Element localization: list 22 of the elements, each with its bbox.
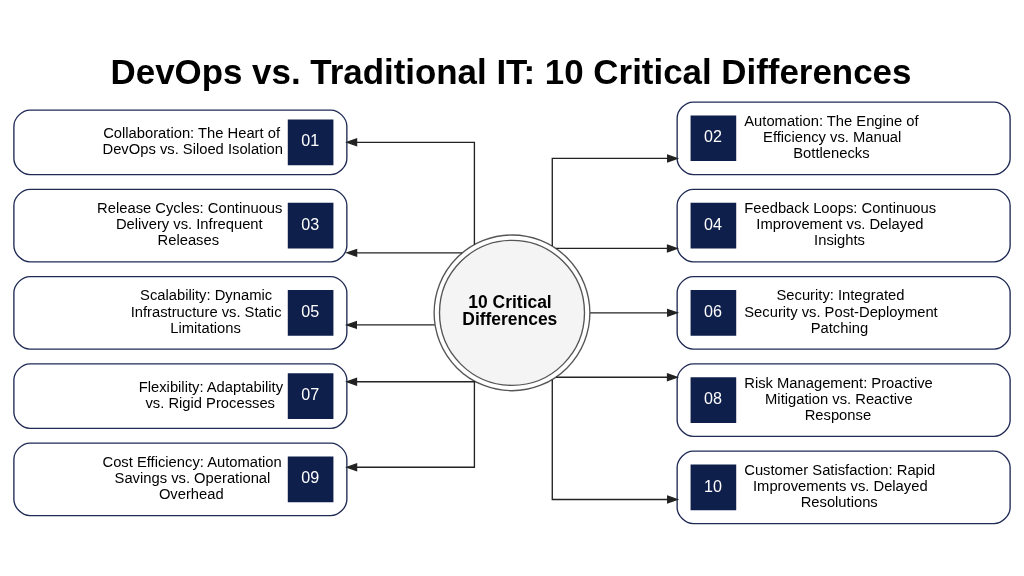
arrow [551,379,680,504]
node-box: Cost Efficiency: Automation Savings vs. Operational Overhead 09 [13,442,348,517]
diagram-title: DevOps vs. Traditional IT: 10 Critical Differences [110,52,912,92]
arrow [345,377,476,386]
node-box: 04 Feedback Loops: Continuous Improvement vs. Delayed Insights [676,188,1011,263]
node-box: Flexibility: Adaptability vs. Rigid Processes 07 [13,363,348,429]
node-box: 06 Security: Integrated Security vs. Post-Deployment Patching [676,275,1011,350]
node-circle: 10 Critical Differences [433,234,591,392]
arrow [555,244,679,253]
node-box: Release Cycles: Continuous Delivery vs. Infrequent Releases 03 [13,188,348,263]
node-box: Scalability: Dynamic Infrastructure vs. Static Limitations 05 [13,275,348,350]
arrow [589,308,680,318]
arrow [555,373,679,382]
arrow [344,320,436,330]
node-box: 02 Automation: The Engine of Efficiency vs. Manual Bottlenecks [676,101,1011,176]
node-box: Collaboration: The Heart of DevOps vs. Siloed Isolation 01 [13,109,348,176]
arrow [345,380,476,472]
node-box: 08 Risk Management: Proactive Mitigation vs. Reactive Response [676,363,1011,438]
arrow [345,138,476,246]
arrow [345,248,463,258]
node-box: 10 Customer Satisfaction: Rapid Improvements vs. Delayed Resolutions [676,450,1011,525]
arrow [551,154,680,247]
